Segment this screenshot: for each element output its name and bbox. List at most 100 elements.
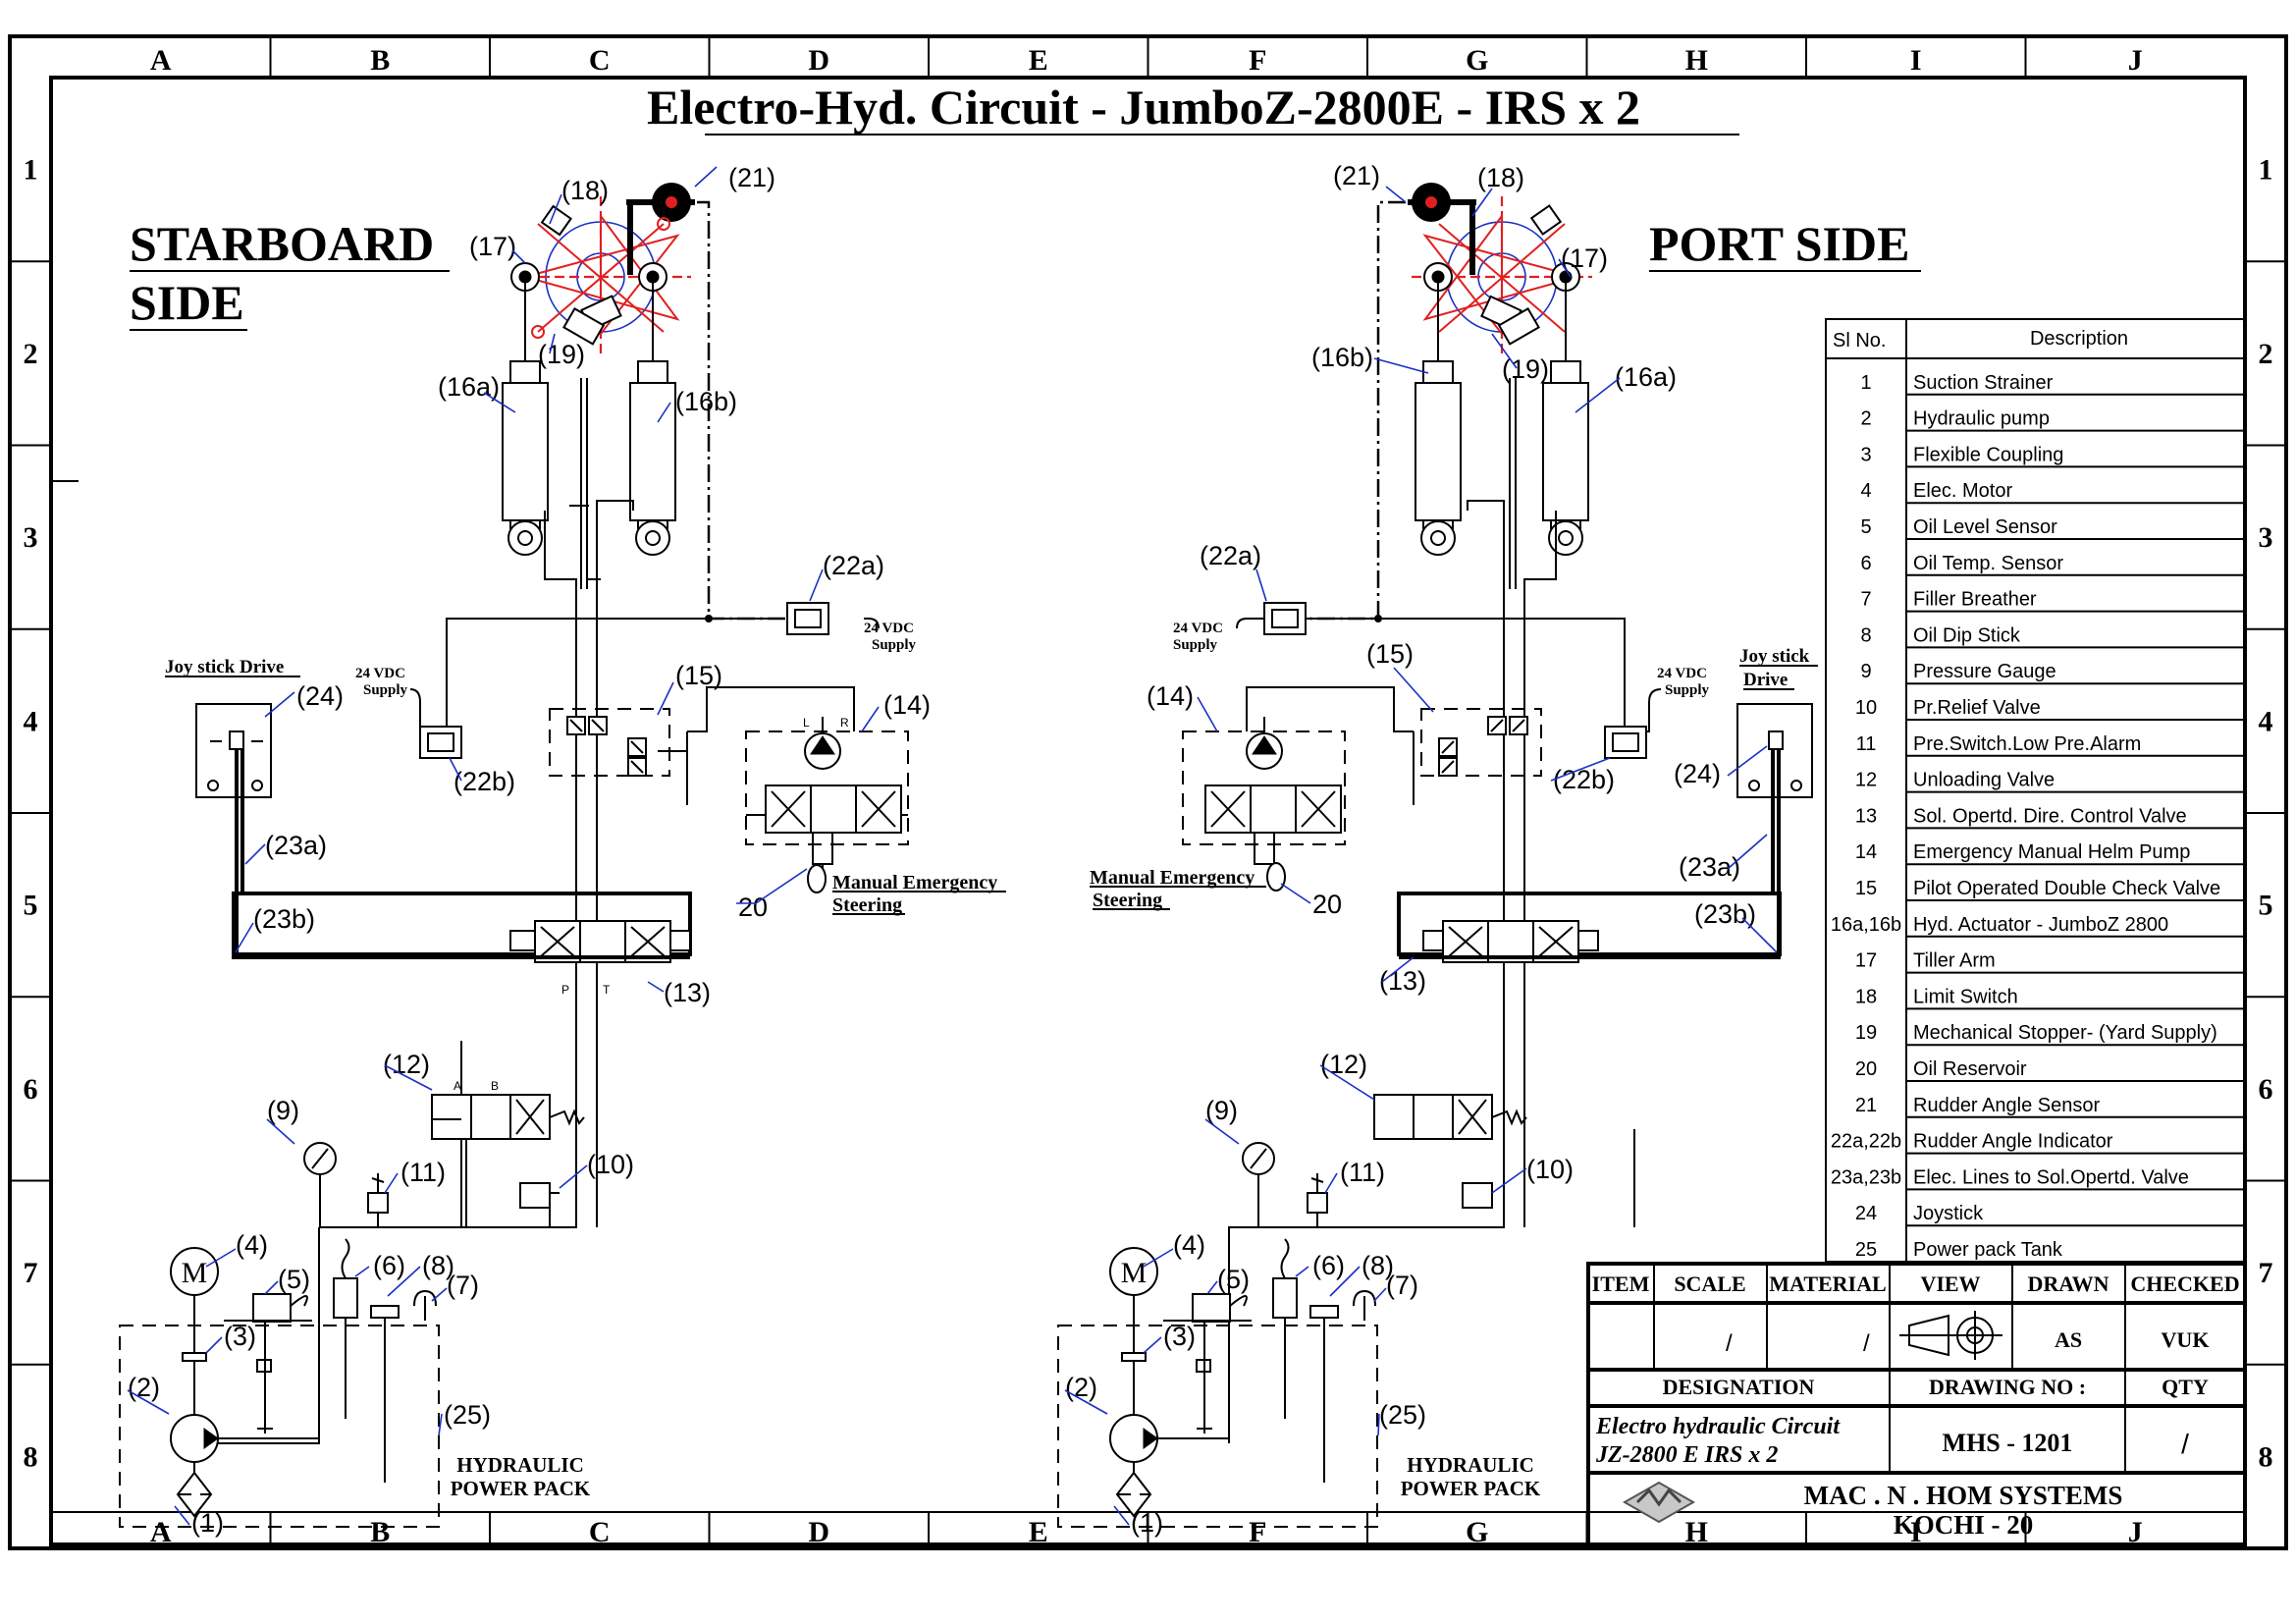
starboard-hydraulic-lines xyxy=(211,378,855,1444)
projection-symbol-icon xyxy=(1899,1311,2002,1360)
tb-checked: CHECKED xyxy=(2130,1271,2239,1296)
parts-row-number: 10 xyxy=(1855,697,1877,719)
port-callout-23a: (23a) xyxy=(1679,852,1740,882)
port-callout-19: (19) xyxy=(1502,354,1549,384)
port-callout-9: (9) xyxy=(1205,1096,1238,1125)
tb-view: VIEW xyxy=(1920,1271,1980,1296)
grid-column-label: D xyxy=(808,1516,829,1548)
parts-list-row: 1 Suction Strainer xyxy=(1860,372,2245,396)
supply-label-a-line2: Supply xyxy=(872,637,917,653)
callout-17: (17) xyxy=(469,232,516,261)
parts-row-description: Pilot Operated Double Check Valve xyxy=(1913,878,2220,899)
port-callout-10: (10) xyxy=(1526,1155,1574,1184)
supply-label-b-line2: Supply xyxy=(363,682,408,698)
port-callout-13: (13) xyxy=(1379,966,1426,996)
parts-row-description: Flexible Coupling xyxy=(1913,444,2063,465)
callout-23a: (23a) xyxy=(265,831,327,860)
pilot-check-valve-15 xyxy=(549,708,670,777)
port-letter-b: B xyxy=(491,1079,499,1093)
tb-item: ITEM xyxy=(1592,1271,1650,1296)
port-circuit: PORT SIDE xyxy=(1057,161,1921,1538)
parts-row-description: Elec. Lines to Sol.Opertd. Valve xyxy=(1913,1166,2189,1188)
grid-column-label: F xyxy=(1249,44,1266,77)
callout-2: (2) xyxy=(128,1373,160,1402)
starboard-heading-line2: SIDE xyxy=(130,275,244,330)
grid-column-label: I xyxy=(1910,1516,1922,1548)
port-unloading-valve-12 xyxy=(1373,1094,1527,1140)
parts-row-number: 24 xyxy=(1855,1203,1877,1224)
drawing-title: Electro-Hyd. Circuit - JumboZ-2800E - IR… xyxy=(647,80,1640,135)
parts-row-number: 3 xyxy=(1860,444,1871,465)
title-block: ITEM SCALE MATERIAL VIEW DRAWN CHECKED /… xyxy=(1586,1262,2247,1548)
parts-row-description: Rudder Angle Indicator xyxy=(1913,1131,2113,1153)
parts-row-number: 6 xyxy=(1860,553,1871,574)
grid-column-label: C xyxy=(589,44,611,77)
port-callout-23b: (23b) xyxy=(1694,899,1756,929)
parts-row-description: Oil Level Sensor xyxy=(1913,516,2057,538)
parts-row-number: 4 xyxy=(1860,480,1871,502)
grid-row-label: 8 xyxy=(24,1440,38,1473)
parts-row-number: 1 xyxy=(1860,372,1871,394)
tb-qty-value: / xyxy=(2181,1429,2189,1459)
parts-row-number: 7 xyxy=(1860,589,1871,611)
tb-drawing-no: DRAWING NO : xyxy=(1929,1375,2086,1399)
grid-column-label: J xyxy=(2128,1516,2143,1548)
grid-row-label: 3 xyxy=(2259,521,2273,554)
parts-row-number: 18 xyxy=(1855,986,1877,1007)
grid-column-label: D xyxy=(808,44,829,77)
grid-row-label: 5 xyxy=(2259,890,2273,922)
grid-row-label: 1 xyxy=(24,154,38,187)
parts-row-number: 21 xyxy=(1855,1095,1877,1116)
grid-row-label: 4 xyxy=(24,705,38,737)
svg-text:M: M xyxy=(182,1257,208,1289)
callout-21: (21) xyxy=(728,163,775,192)
parts-row-number: 23a,23b xyxy=(1831,1166,1901,1188)
tb-company-line2: KOCHI - 20 xyxy=(1894,1510,2034,1540)
port-callout-5: (5) xyxy=(1217,1265,1250,1294)
callout-23b: (23b) xyxy=(253,904,315,934)
parts-row-number: 8 xyxy=(1860,624,1871,646)
grid-column-label: I xyxy=(1910,44,1922,77)
tiller-assembly xyxy=(510,183,695,363)
parts-row-number: 25 xyxy=(1855,1239,1877,1261)
parts-row-description: Suction Strainer xyxy=(1913,372,2054,394)
grid-row-label: 6 xyxy=(24,1073,38,1106)
callout-14: (14) xyxy=(883,690,931,720)
port-callout-25: (25) xyxy=(1379,1400,1426,1430)
port-manual-emergency-line2: Steering xyxy=(1093,890,1162,911)
parts-row-description: Rudder Angle Sensor xyxy=(1913,1095,2100,1116)
port-supply-label-b-line2: Supply xyxy=(1665,682,1710,698)
grid-row-label: 5 xyxy=(24,890,38,922)
callout-11: (11) xyxy=(400,1158,446,1187)
port-supply-label-a-line2: Supply xyxy=(1173,637,1218,653)
port-callout-17: (17) xyxy=(1561,243,1608,273)
port-joystick-label-line1: Joy stick xyxy=(1739,646,1810,667)
hydraulic-actuators xyxy=(502,360,676,556)
port-letter-r: R xyxy=(840,716,849,730)
parts-row-number: 17 xyxy=(1855,950,1877,972)
grid-column-label: J xyxy=(2128,44,2143,77)
parts-row-description: Hyd. Actuator - JumboZ 2800 xyxy=(1913,914,2168,936)
parts-header-description: Description xyxy=(2030,328,2128,350)
port-heading: PORT SIDE xyxy=(1649,216,1909,271)
port-callout-8: (8) xyxy=(1362,1251,1394,1280)
callout-22a: (22a) xyxy=(823,551,884,580)
callout-8: (8) xyxy=(422,1251,454,1280)
grid-row-label: 7 xyxy=(24,1257,38,1289)
parts-list-row: 21 Rudder Angle Sensor xyxy=(1855,1095,2245,1118)
starboard-circuit: STARBOARD SIDE xyxy=(119,163,1006,1538)
oil-reservoir-20 xyxy=(807,864,827,893)
parts-row-description: Unloading Valve xyxy=(1913,770,2055,791)
port-callout-16a: (16a) xyxy=(1615,362,1677,392)
callout-22b: (22b) xyxy=(454,767,515,796)
